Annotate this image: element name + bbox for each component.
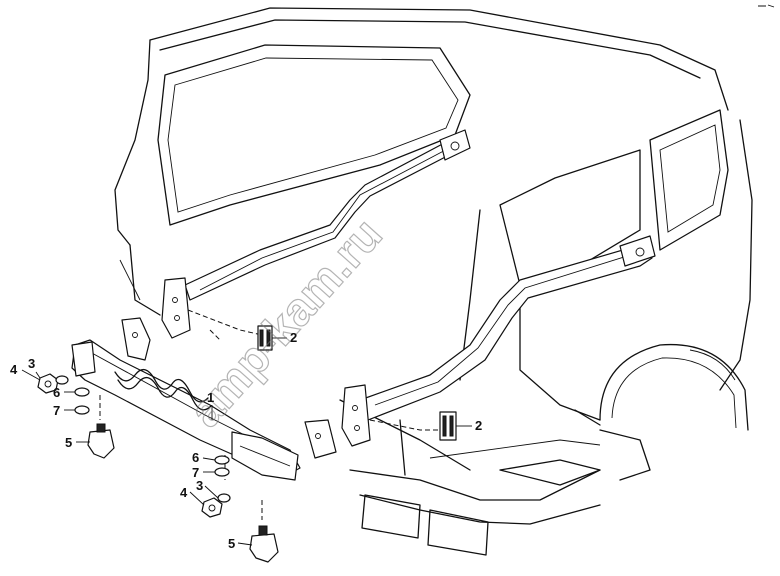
fasteners-left xyxy=(37,373,115,459)
clamp-part-left xyxy=(257,325,273,351)
cross-member xyxy=(71,317,337,481)
callout-leaders xyxy=(21,337,472,546)
callout-4-right: 4 xyxy=(180,485,188,500)
callout-3-right: 3 xyxy=(196,478,203,493)
fasteners-right xyxy=(201,455,279,563)
right-rail xyxy=(341,235,656,447)
callout-4-left: 4 xyxy=(10,362,18,377)
callout-3-left: 3 xyxy=(28,356,35,371)
callout-7-left: 7 xyxy=(53,403,60,418)
callout-6-right: 6 xyxy=(192,450,199,465)
callout-6-left: 6 xyxy=(53,385,60,400)
callout-5-right: 5 xyxy=(228,536,235,551)
callout-5-left: 5 xyxy=(65,435,72,450)
callout-1: 1 xyxy=(207,390,214,405)
callout-2-left: 2 xyxy=(290,330,297,345)
cab-outline xyxy=(114,7,753,556)
corner-mark xyxy=(758,4,775,8)
leader-dashes xyxy=(99,309,440,520)
clamp-part-right xyxy=(439,411,457,441)
left-rail xyxy=(161,129,471,339)
callout-7-right: 7 xyxy=(192,465,199,480)
callout-2-right: 2 xyxy=(475,418,482,433)
